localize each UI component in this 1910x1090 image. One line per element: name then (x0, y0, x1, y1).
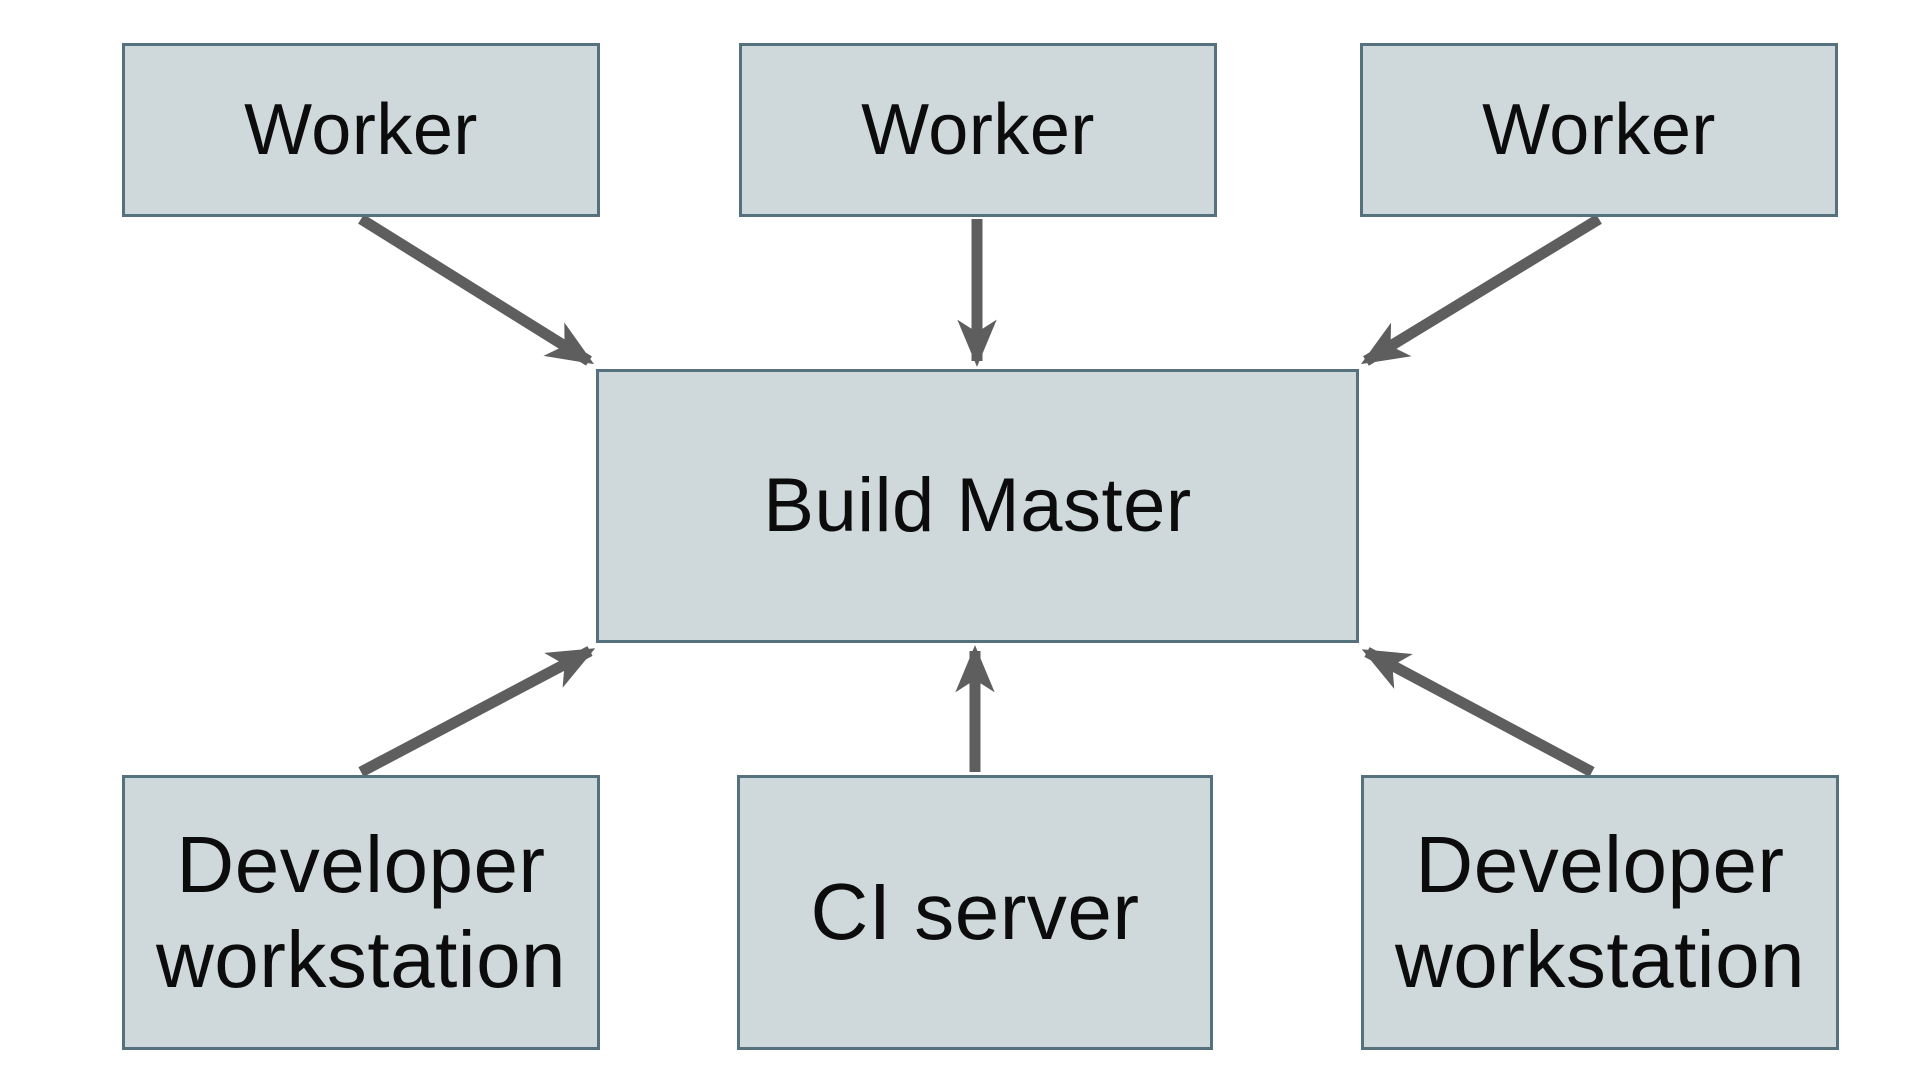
node-build-master-label: Build Master (763, 463, 1192, 549)
node-worker-1: Worker (122, 43, 600, 217)
node-developer-workstation-1-label: Developer workstation (155, 820, 567, 1004)
arrow-developer-workstation-2-to-build-master (1361, 647, 1595, 777)
node-worker-3: Worker (1360, 43, 1838, 217)
node-ci-server: CI server (737, 775, 1213, 1050)
node-developer-workstation-2: Developer workstation (1361, 775, 1839, 1050)
node-worker-1-label: Worker (244, 89, 478, 170)
arrow-developer-workstation-1-to-build-master (358, 646, 596, 777)
node-developer-workstation-1: Developer workstation (122, 775, 600, 1050)
node-ci-server-label: CI server (810, 867, 1140, 957)
node-worker-2: Worker (739, 43, 1217, 217)
arrow-worker-3-to-build-master (1360, 214, 1602, 366)
node-build-master: Build Master (596, 369, 1359, 643)
node-worker-2-label: Worker (861, 89, 1095, 170)
node-worker-3-label: Worker (1482, 89, 1716, 170)
arrow-worker-1-to-build-master (358, 214, 595, 366)
node-developer-workstation-2-label: Developer workstation (1394, 820, 1806, 1004)
